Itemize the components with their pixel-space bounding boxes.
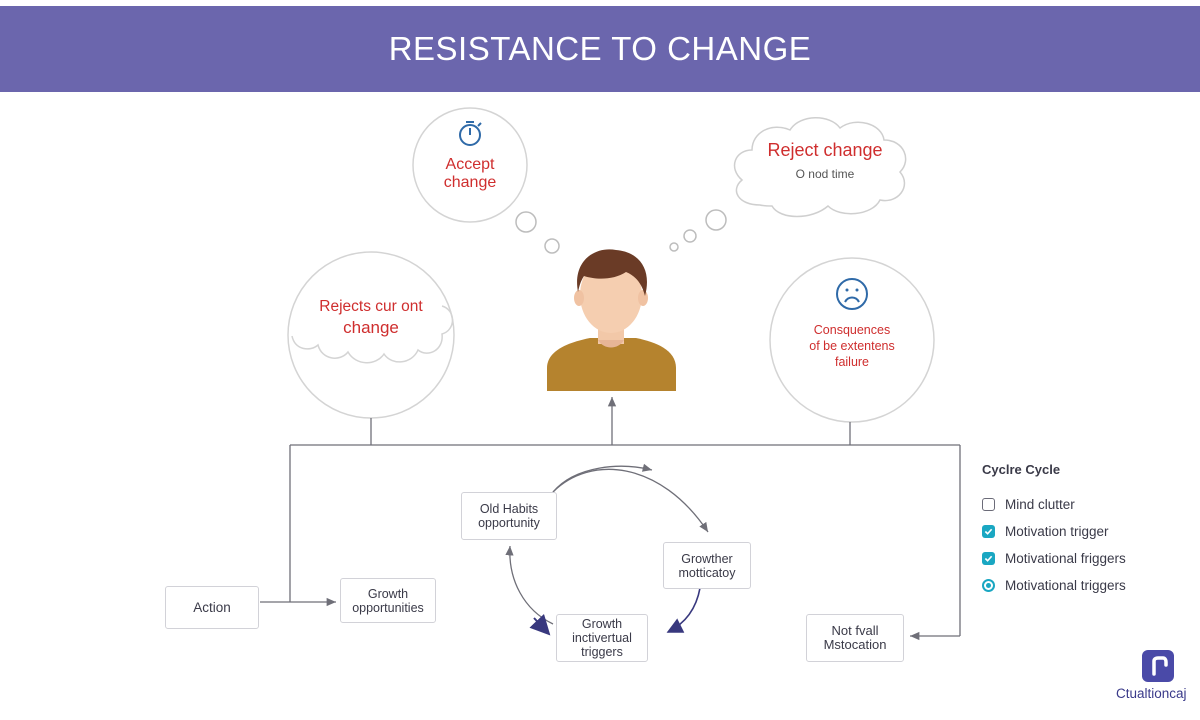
rejects-current-bubble: Rejects cur ont change — [296, 296, 446, 338]
accept-line2: change — [443, 174, 497, 191]
growther-node: Growther motticatoy — [663, 542, 751, 589]
page-title: RESISTANCE TO CHANGE — [388, 30, 812, 67]
reject-cloud-shape — [733, 117, 907, 218]
thought-dot — [515, 211, 537, 233]
growth-opportunities-node: Growth opportunities — [340, 578, 436, 623]
thought-dot — [669, 242, 679, 252]
stopwatch-icon — [459, 121, 482, 146]
header-bar: RESISTANCE TO CHANGE — [0, 6, 1200, 92]
reject-sub: O nod time — [795, 167, 855, 181]
logo-mark-icon — [1142, 650, 1174, 682]
action-node: Action — [165, 586, 259, 629]
cycle-panel-title: Cyclre Cycle — [982, 462, 1061, 477]
sad-face-icon — [836, 278, 868, 310]
checklist-item[interactable]: Motivation trigger — [982, 518, 1182, 545]
checklist-item-label: Motivation trigger — [1005, 524, 1109, 539]
radio-icon[interactable] — [982, 579, 995, 592]
checkbox-icon[interactable] — [982, 498, 995, 511]
reject-change-bubble: Reject change O nod time — [742, 139, 908, 181]
rejects-line2: change — [343, 318, 399, 337]
checklist-item-label: Motivational friggers — [1005, 551, 1126, 566]
accept-change-bubble: Accept change — [420, 156, 520, 192]
rejects-cloud-edge — [291, 305, 454, 364]
cycle-arrow — [552, 468, 709, 533]
consequences-bubble: Consquences of be extentens failure — [790, 322, 914, 370]
thought-dot — [683, 229, 697, 243]
checklist-item-label: Mind clutter — [1005, 497, 1075, 512]
checklist-item[interactable]: Motivational triggers — [982, 572, 1182, 599]
thought-dot — [544, 238, 560, 254]
reject-title: Reject change — [767, 140, 883, 160]
not-fvall-node: Not fvall Mstocation — [806, 614, 904, 662]
cycle-checklist-panel: Cyclre Cycle Mind clutter Motivation tri… — [982, 462, 1182, 599]
brand-logo: Ctualtioncaj — [1116, 650, 1200, 710]
consequences-line2: of be extentens — [809, 339, 895, 353]
person-icon — [547, 249, 676, 391]
accept-line1: Accept — [445, 156, 495, 173]
accept-bubble-circle — [412, 107, 528, 223]
check-icon[interactable] — [982, 525, 995, 538]
cycle-arrow — [529, 614, 551, 636]
thought-dot — [705, 209, 727, 231]
logo-text: Ctualtioncaj — [1116, 686, 1187, 701]
checklist-item-label: Motivational triggers — [1005, 578, 1126, 593]
checklist-item[interactable]: Mind clutter — [982, 491, 1182, 518]
cycle-arrow — [666, 587, 701, 633]
check-icon[interactable] — [982, 552, 995, 565]
consequences-line3: failure — [834, 355, 870, 369]
consequences-line1: Consquences — [813, 323, 891, 337]
growth-triggers-node: Growth inctivertual triggers — [556, 614, 648, 662]
consequences-circle — [769, 257, 935, 423]
cycle-arrow — [505, 545, 554, 625]
checklist-item[interactable]: Motivational friggers — [982, 545, 1182, 572]
rejects-line1: Rejects cur ont — [319, 298, 423, 315]
old-habits-node: Old Habits opportunity — [461, 492, 557, 540]
